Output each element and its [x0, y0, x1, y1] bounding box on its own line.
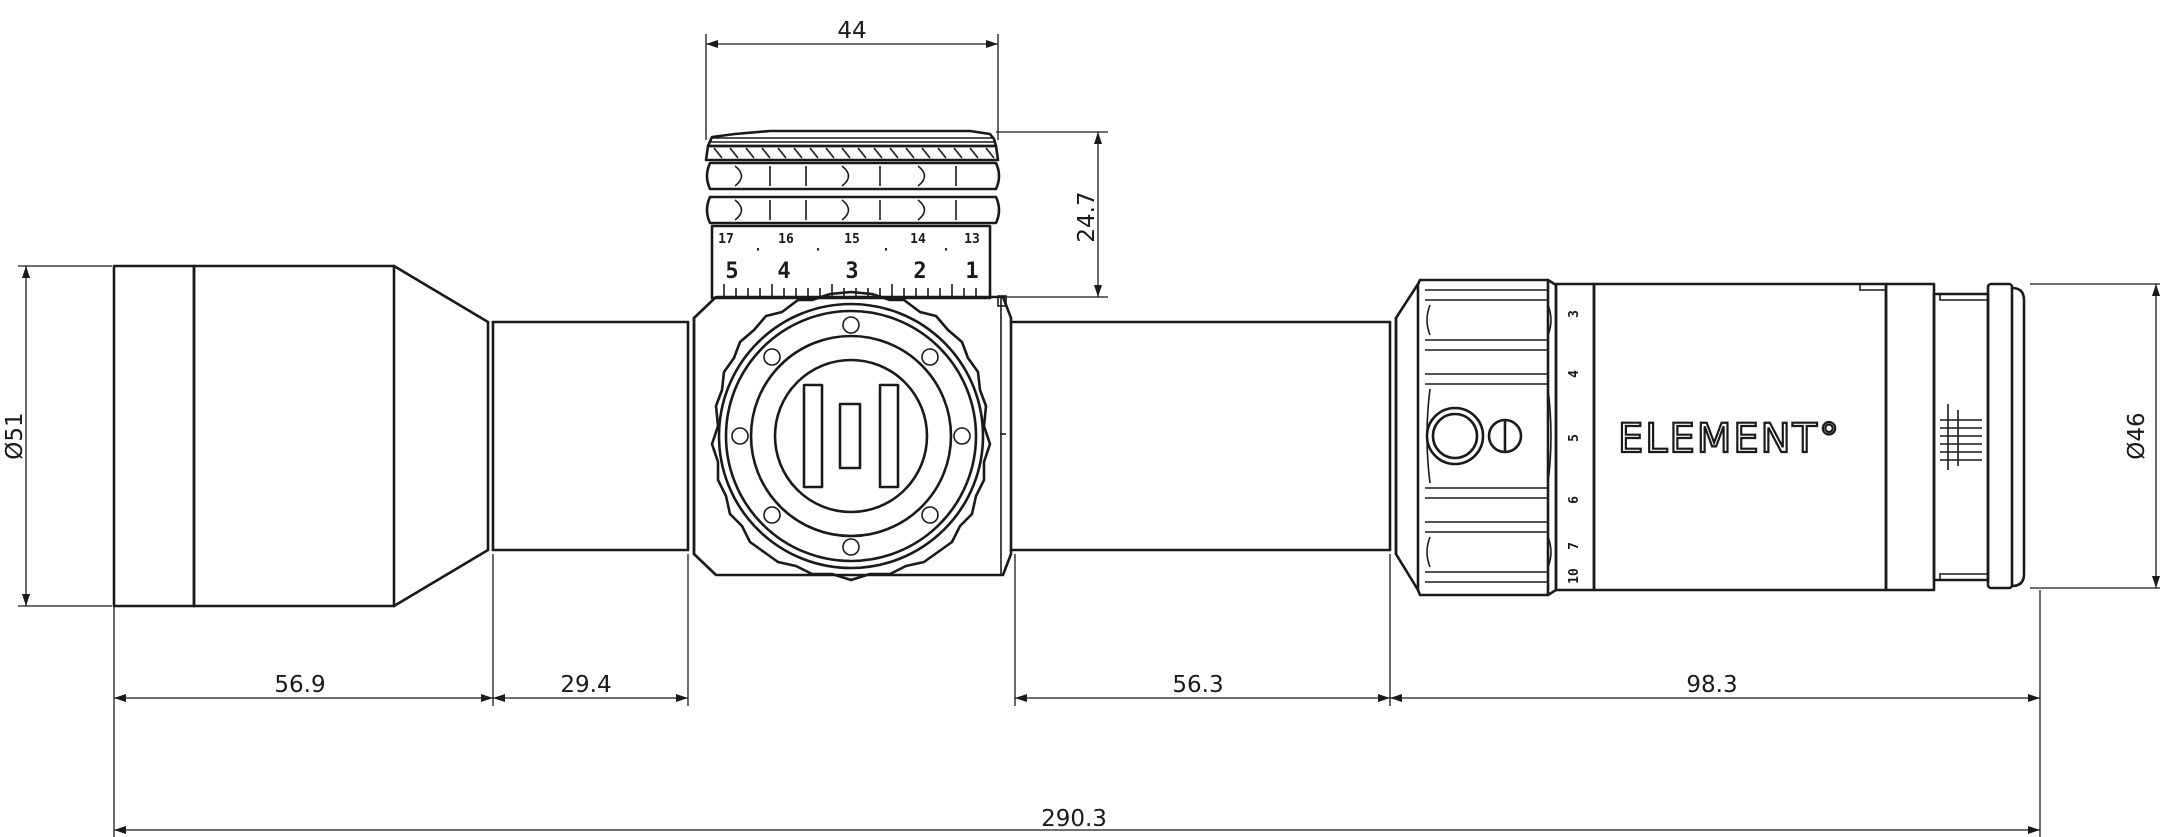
turret-scale-lower: 3: [845, 259, 858, 284]
turret-scale-dot: ·: [882, 243, 890, 258]
brand-logo: ELEMENT°: [1618, 416, 1841, 462]
dim-rear-tube-length: 56.3: [1172, 672, 1223, 698]
objective-bell: [112, 264, 495, 608]
dimension-lines: 44 24.7 Ø51 Ø46 56.9: [2, 18, 2160, 837]
dim-eyepiece-diameter: Ø46: [2124, 412, 2150, 459]
elevation-turret: [704, 129, 1001, 300]
magnification-ring: [1394, 278, 1558, 597]
mag-number: 3: [1567, 310, 1582, 318]
turret-saddle: [692, 295, 1013, 577]
turret-scale-upper: 13: [964, 232, 980, 247]
dim-front-tube-length: 29.4: [560, 672, 611, 698]
scope-body: [112, 129, 2026, 608]
turret-scale-upper: 15: [844, 232, 860, 247]
dim-objective-diameter: Ø51: [2, 412, 28, 459]
eyepiece-housing: [1554, 282, 2026, 592]
turret-scale-lower: 4: [777, 259, 790, 284]
mag-number: 5: [1567, 434, 1582, 442]
turret-scale-lower: 2: [913, 259, 926, 284]
mag-number: 4: [1567, 370, 1582, 378]
rear-tube: [1009, 316, 1398, 556]
turret-scale-lower: 1: [965, 259, 978, 284]
dim-turret-width: 44: [837, 18, 866, 44]
dim-eyepiece-length: 98.3: [1686, 672, 1737, 698]
turret-scale-dot: ·: [942, 243, 950, 258]
turret-scale-upper: 17: [718, 232, 734, 247]
turret-scale-dot: ·: [814, 243, 822, 258]
turret-scale-upper: 14: [910, 232, 926, 247]
magnification-scale: 3 4 5 6 7 10: [1567, 310, 1582, 584]
dim-turret-height: 24.7: [1074, 191, 1100, 242]
dim-overall-length: 290.3: [1041, 806, 1107, 832]
mag-number: 7: [1567, 542, 1582, 550]
turret-scale-dot: ·: [754, 243, 762, 258]
turret-scale-upper: 16: [778, 232, 794, 247]
mag-number: 10: [1567, 568, 1582, 584]
side-parallax-turret: [710, 290, 992, 582]
dim-objective-length: 56.9: [274, 672, 325, 698]
mag-number: 6: [1567, 496, 1582, 504]
turret-scale-lower: 5: [725, 259, 738, 284]
front-tube: [491, 316, 696, 556]
turret-scale: 17 16 15 14 13 5 4 3 2 1 · · · ·: [718, 232, 980, 284]
